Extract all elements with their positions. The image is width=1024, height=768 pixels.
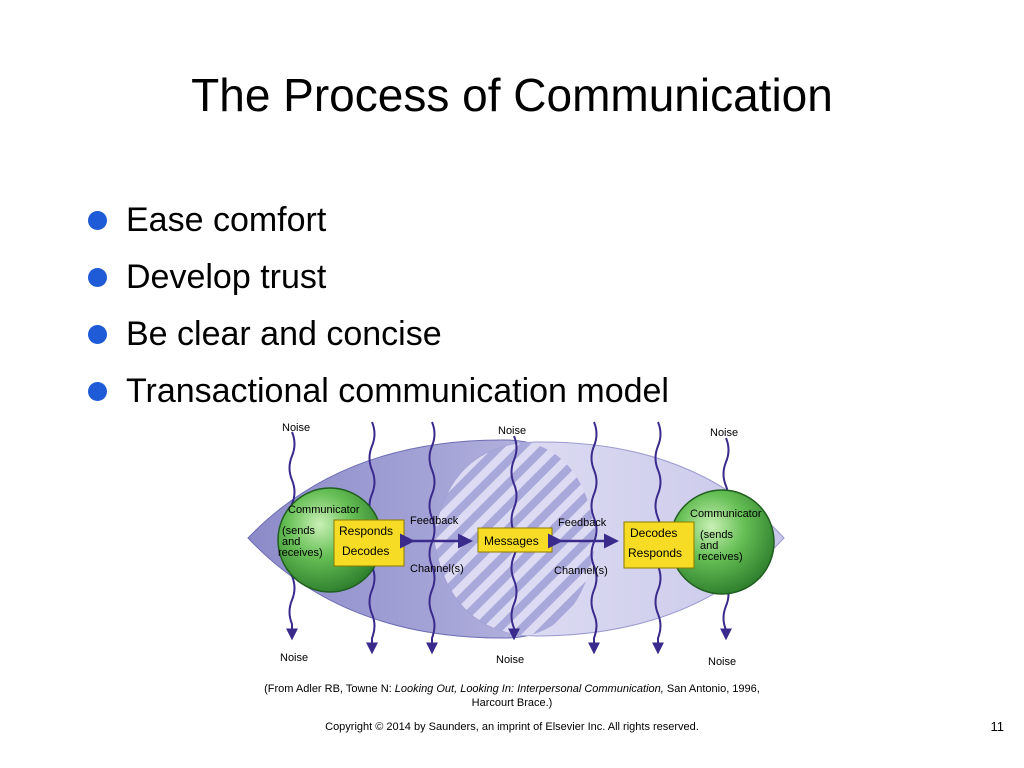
- citation: (From Adler RB, Towne N: Looking Out, Lo…: [244, 682, 780, 710]
- bullet-text: Transactional communication model: [126, 372, 669, 410]
- copyright-footer: Copyright © 2014 by Saunders, an imprint…: [325, 721, 699, 733]
- bullet-item: Be clear and concise: [88, 306, 669, 363]
- bullet-dot-icon: [88, 382, 107, 401]
- left-communicator-title: Communicator: [288, 504, 360, 516]
- messages-label: Messages: [484, 534, 539, 548]
- right-process-box: [623, 521, 695, 569]
- bullet-item: Ease comfort: [88, 192, 669, 249]
- slide-title: The Process of Communication: [191, 69, 833, 121]
- bullet-dot-icon: [88, 211, 107, 230]
- bullet-list: Ease comfort Develop trust Be clear and …: [88, 192, 669, 420]
- channels-label: Channel(s): [554, 565, 608, 577]
- left-box-line: Decodes: [342, 544, 389, 558]
- noise-line: [588, 421, 600, 655]
- bullet-item: Develop trust: [88, 249, 669, 306]
- right-communicator-sub: receives): [698, 551, 743, 563]
- bullet-text: Be clear and concise: [126, 315, 442, 353]
- left-communicator-sub: (sends: [282, 525, 316, 537]
- right-communicator-sub: (sends: [700, 529, 734, 541]
- right-box-line: Decodes: [630, 526, 677, 540]
- bullet-dot-icon: [88, 268, 107, 287]
- noise-label: Noise: [710, 427, 738, 439]
- page-number: 11: [990, 719, 1005, 734]
- citation-prefix: (From Adler RB, Towne N:: [264, 683, 395, 695]
- bullet-text: Ease comfort: [126, 201, 327, 239]
- citation-title: Looking Out, Looking In: Interpersonal C…: [394, 683, 664, 695]
- noise-label: Noise: [282, 422, 310, 434]
- noise-line: [426, 421, 438, 655]
- bullet-item: Transactional communication model: [88, 363, 669, 420]
- left-communicator-sub: receives): [278, 547, 323, 559]
- noise-label: Noise: [498, 425, 526, 437]
- overlap-region: [434, 441, 596, 636]
- transactional-model-diagram: Noise Noise Noise Noise Noise Noise Comm…: [244, 414, 788, 676]
- feedback-label: Feedback: [558, 517, 607, 529]
- right-communicator-sub: and: [700, 540, 718, 552]
- left-box-line: Responds: [339, 524, 393, 538]
- bullet-dot-icon: [88, 325, 107, 344]
- right-box-line: Responds: [628, 546, 682, 560]
- noise-label: Noise: [280, 652, 308, 664]
- noise-label: Noise: [708, 656, 736, 668]
- left-communicator-sub: and: [282, 536, 300, 548]
- right-communicator-title: Communicator: [690, 508, 762, 520]
- messages-box: [477, 527, 553, 553]
- bullet-text: Develop trust: [126, 258, 327, 296]
- channels-label: Channel(s): [410, 563, 464, 575]
- citation-suffix: San Antonio, 1996, Harcourt Brace.): [471, 683, 760, 709]
- feedback-label: Feedback: [410, 515, 459, 527]
- noise-label: Noise: [496, 654, 524, 666]
